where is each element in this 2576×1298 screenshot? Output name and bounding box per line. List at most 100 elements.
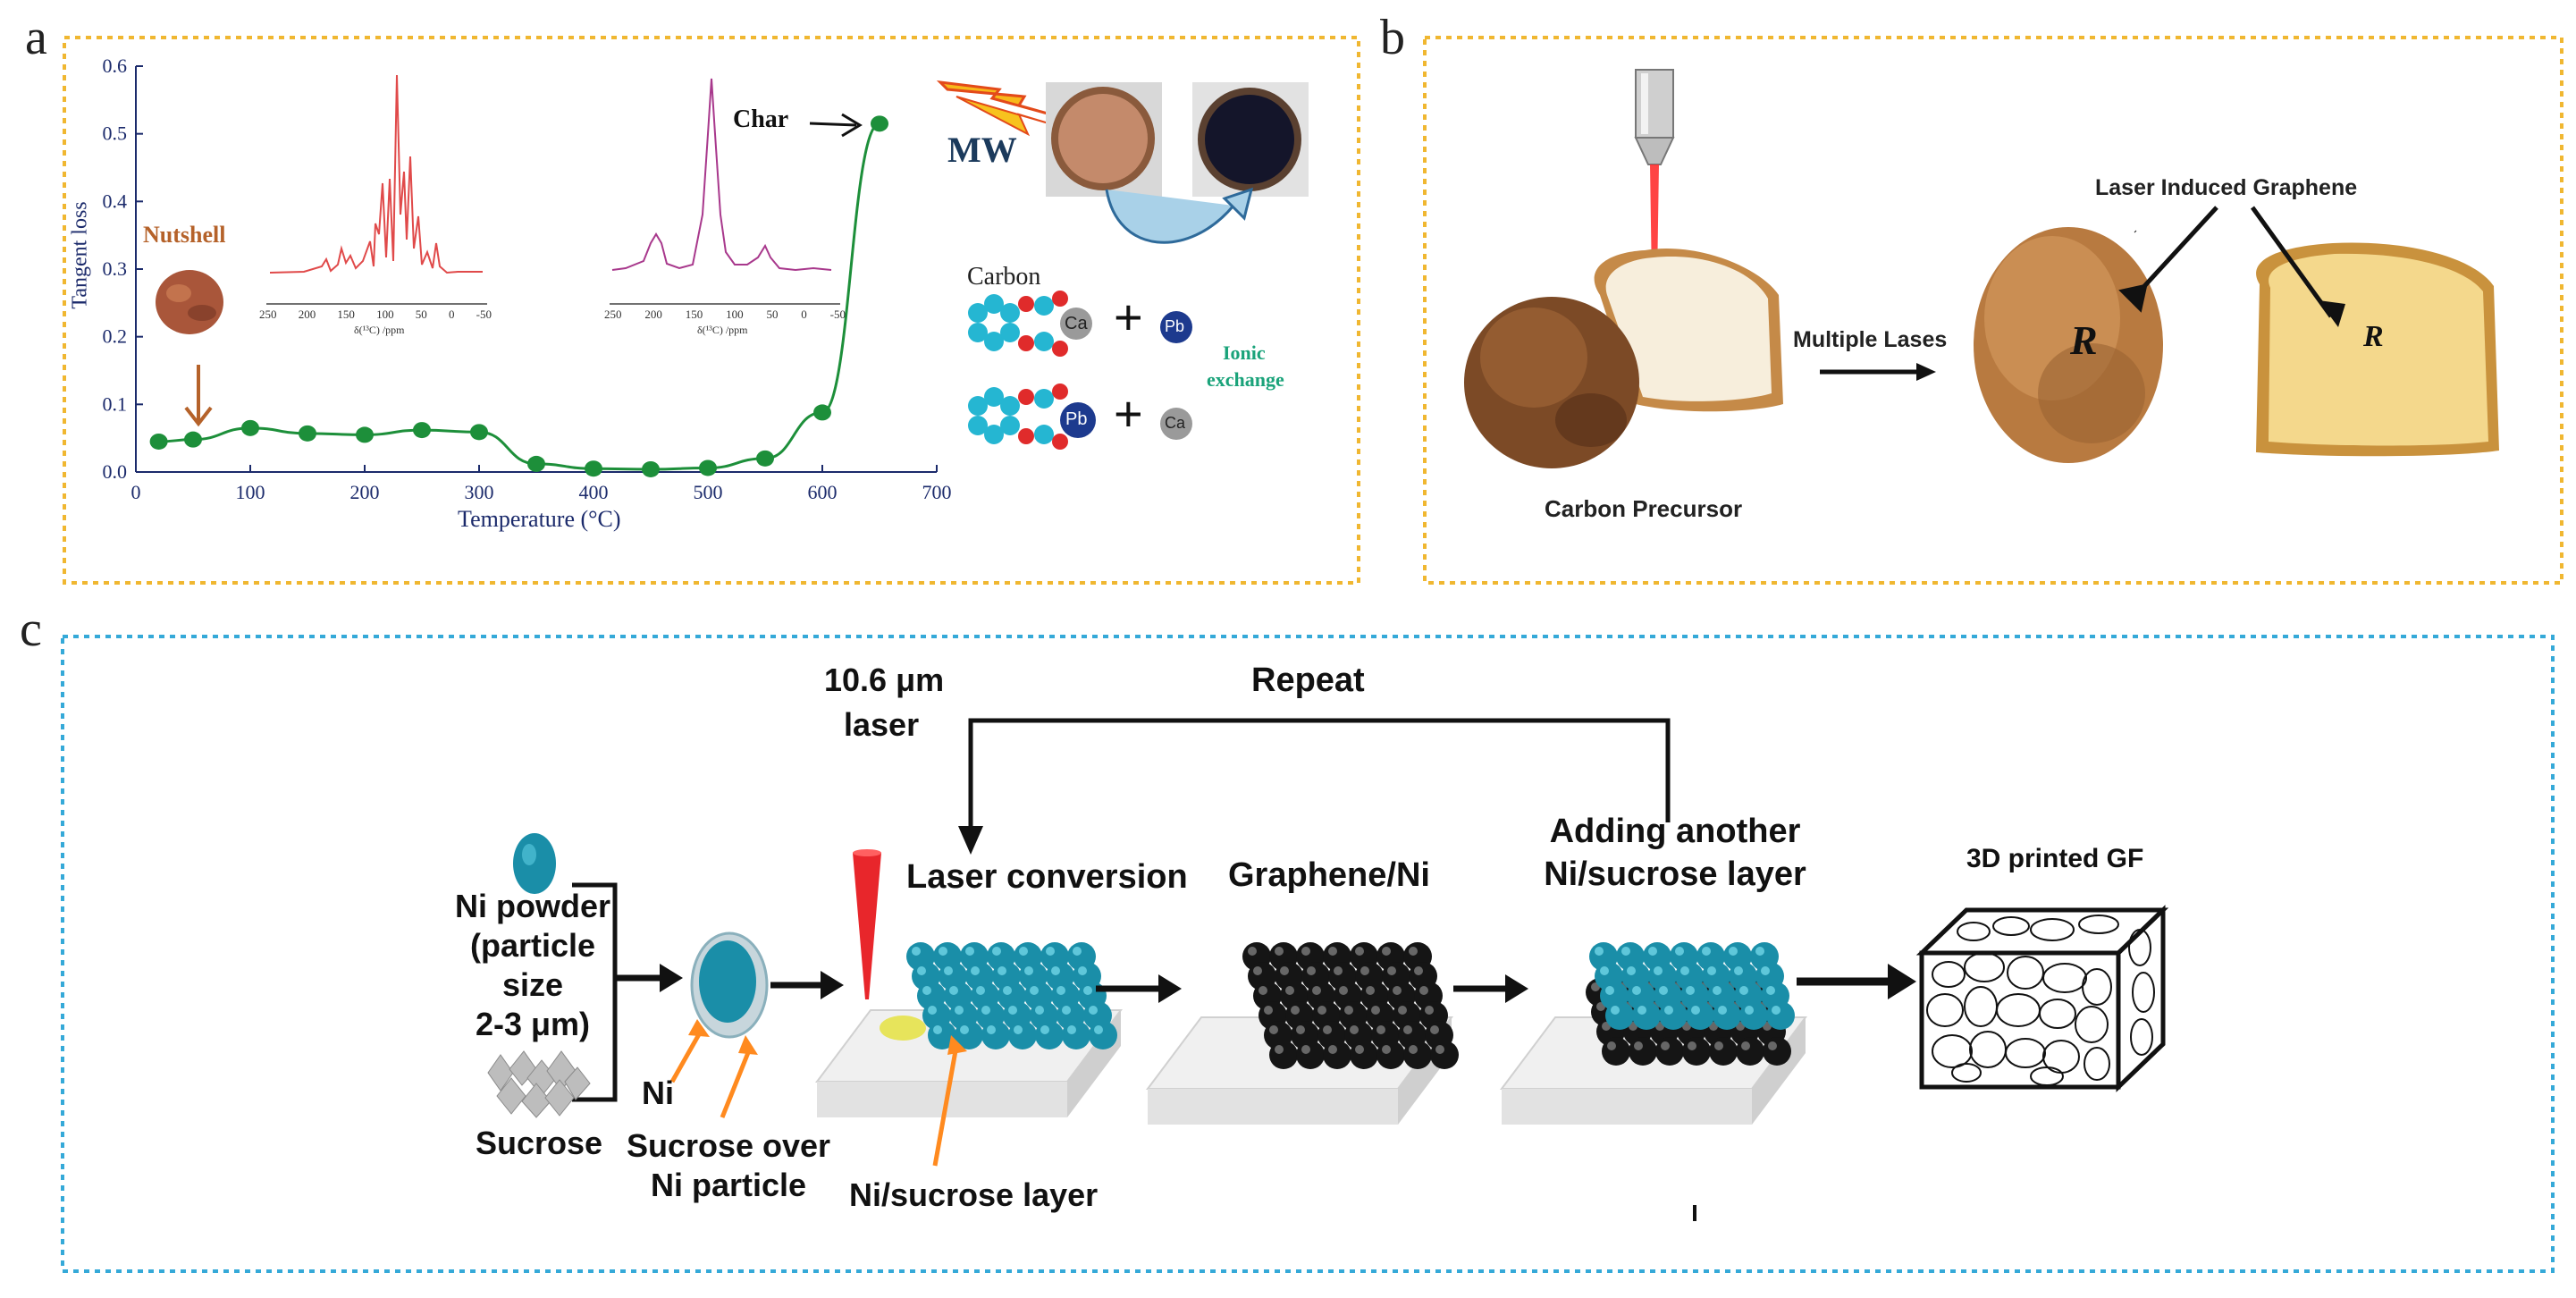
foam-cell: [2078, 914, 2119, 934]
ca-atom-label: Ca: [1065, 314, 1088, 333]
ionic-label: Ionic: [1223, 341, 1266, 364]
foam-cell: [2030, 918, 2075, 941]
sphere: [1008, 1021, 1037, 1049]
foam-cell: [1992, 916, 2030, 936]
pb-ion: [1160, 311, 1192, 343]
foam-cell: [1964, 986, 1998, 1027]
foam-cell: [2132, 972, 2155, 1013]
bracket: [572, 882, 618, 1102]
microwave-bolt-icon: [936, 80, 1065, 120]
laser-conversion-platform: [815, 942, 1123, 1117]
pb-atom-label: Pb: [1065, 409, 1088, 429]
lig-letter-bread: R: [2363, 320, 2384, 353]
sphere: [1089, 1021, 1117, 1049]
sphere: [1766, 1001, 1795, 1030]
sphere: [1763, 1037, 1791, 1066]
data-point: [149, 433, 168, 450]
sphere: [981, 1021, 1010, 1049]
lig-label: Laser Induced Graphene: [2095, 175, 2358, 200]
transform-arrow: [1105, 189, 1235, 244]
chart-series: [149, 115, 888, 477]
foam-cell: [1996, 993, 2041, 1027]
x-tick-label: 100: [236, 481, 265, 503]
sphere: [1655, 1037, 1684, 1066]
ni-powder-line-2: (particle size: [469, 927, 596, 1003]
data-point: [241, 419, 259, 436]
sphere: [1376, 1041, 1405, 1069]
data-point: [527, 455, 545, 472]
ni-pointer: [669, 1026, 705, 1083]
foam-cell: [2042, 963, 2087, 993]
graphene-ni-label: Graphene/Ni: [1228, 856, 1430, 894]
sphere: [1403, 1041, 1432, 1069]
ni-powder-line-3: 2-3 μm): [475, 1006, 591, 1042]
multiple-lases-label: Multiple Lases: [1793, 327, 1948, 352]
sphere: [1296, 1041, 1325, 1069]
sphere: [1605, 1001, 1634, 1030]
data-point: [299, 425, 316, 442]
sphere: [1709, 1037, 1738, 1066]
data-point: [871, 115, 888, 132]
adding-layer-platform: [1500, 942, 1807, 1125]
carbon-ca-molecule: [968, 291, 1092, 357]
sphere: [1632, 1001, 1661, 1030]
foam-cell: [1926, 993, 1964, 1027]
data-point: [356, 426, 374, 443]
data-point: [813, 404, 831, 421]
foam-cell: [2030, 1066, 2064, 1086]
y-tick-label: 0.2: [103, 325, 128, 348]
foam-cell: [1969, 1031, 2007, 1068]
foam-cell: [2075, 1006, 2109, 1043]
foam-cell: [2084, 1047, 2110, 1081]
foam-cell: [2130, 1018, 2153, 1056]
laser-label-1: 10.6 μm: [824, 662, 945, 698]
y-tick-label: 0.4: [103, 190, 128, 212]
foam-cell: [2082, 968, 2112, 1006]
data-point: [699, 459, 717, 476]
panel-a-frame: [63, 36, 1360, 585]
sphere: [1350, 1041, 1378, 1069]
y-tick-label: 0.5: [103, 122, 128, 145]
foam-cell: [2128, 929, 2151, 966]
char-label: Char: [733, 105, 789, 133]
data-point: [184, 431, 202, 448]
foam-cell: [2007, 956, 2044, 990]
char-arrow: [809, 122, 857, 127]
nutshell-label: Nutshell: [143, 222, 226, 248]
x-tick-label: 500: [694, 481, 723, 503]
exchange-label: exchange: [1207, 368, 1284, 391]
nmr-inset-2: [610, 78, 840, 305]
sphere: [1323, 1041, 1351, 1069]
pb-ion-label: Pb: [1165, 317, 1185, 335]
ni-sucrose-layer-label: Ni/sucrose layer: [849, 1176, 1099, 1213]
repeat-loop: [968, 718, 1671, 831]
adding-another-label: Adding another Ni/sucrose layer: [1541, 810, 1809, 896]
ni-powder-label: Ni powder (particle size 2-3 μm): [443, 887, 622, 1044]
laser-conversion-label: Laser conversion: [906, 858, 1188, 896]
ni-particle: [513, 833, 556, 894]
x-tick-label: 0: [131, 481, 141, 503]
lig-letter-coconut: R: [2070, 317, 2098, 363]
y-tick-label: 0.6: [103, 55, 128, 77]
data-point: [585, 460, 602, 477]
sphere: [1739, 1001, 1768, 1030]
sphere: [1629, 1037, 1657, 1066]
y-tick-label: 0.1: [103, 392, 128, 415]
sucrose-over-line-1: Sucrose over: [626, 1127, 831, 1164]
adding-line-2: Ni/sucrose layer: [1544, 856, 1806, 893]
data-point: [470, 424, 488, 441]
carbon-pb-molecule: [968, 384, 1096, 450]
printed-gf-label: 3D printed GF: [1966, 844, 2144, 873]
carbon-precursor-label: Carbon Precursor: [1545, 495, 1743, 522]
lig-arrow-2: [2250, 206, 2334, 318]
foam-cell: [1964, 952, 2005, 982]
x-tick-label: 600: [808, 481, 838, 503]
sucrose-pointer: [720, 1045, 753, 1118]
ca-ion-label: Ca: [1165, 414, 1186, 432]
panel-c-label: c: [20, 602, 42, 657]
